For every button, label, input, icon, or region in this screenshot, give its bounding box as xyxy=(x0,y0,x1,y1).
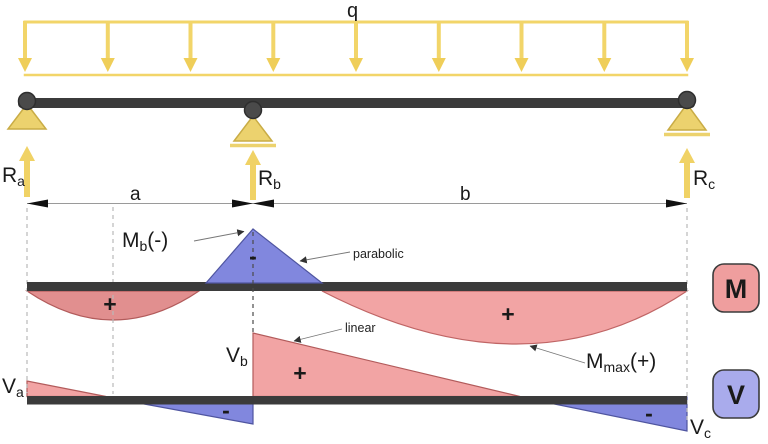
reaction-label-rc: Rc xyxy=(693,167,715,192)
span-label-b: b xyxy=(460,184,471,205)
load-arrow xyxy=(183,21,198,72)
moment-triangle-negative xyxy=(204,228,324,284)
reaction-arrow-rb xyxy=(245,150,261,200)
moment-badge: M xyxy=(712,263,760,313)
moment-axis-bar xyxy=(27,282,687,291)
support-triangle-right xyxy=(666,102,708,131)
reaction-label-ra: Ra xyxy=(2,164,25,189)
pin-left xyxy=(17,91,37,111)
support-triangle-middle xyxy=(232,114,274,142)
span-label-a: a xyxy=(130,184,141,205)
dimension-b xyxy=(253,199,687,208)
load-arrow xyxy=(680,21,694,72)
leader-linear xyxy=(293,328,343,343)
pin-middle xyxy=(243,100,263,120)
shear-label-vb: Vb xyxy=(226,344,248,369)
reaction-arrow-ra xyxy=(19,146,35,197)
moment-badge-letter: M xyxy=(725,274,748,304)
load-arrow xyxy=(349,21,363,72)
beam xyxy=(18,98,695,108)
load-arrow xyxy=(100,21,115,72)
shear-badge: V xyxy=(712,369,760,419)
distributed-load xyxy=(18,20,694,77)
shear-badge-letter: V xyxy=(727,380,745,410)
support-middle xyxy=(230,100,276,148)
load-arrow xyxy=(18,21,32,72)
reaction-arrow-rc xyxy=(679,148,695,198)
moment-plus-right: + xyxy=(501,301,514,327)
shear-axis-bar xyxy=(27,396,687,405)
reaction-label-rb: Rb xyxy=(258,167,281,192)
leader-mmax xyxy=(529,344,586,364)
leader-parabolic xyxy=(299,251,351,264)
shear-minus-right: - xyxy=(645,400,653,426)
load-arrow xyxy=(514,21,529,72)
shear-label-va: Va xyxy=(2,375,24,400)
parabolic-note: parabolic xyxy=(353,247,404,261)
moment-parabola-right-positive xyxy=(321,290,689,345)
support-left xyxy=(6,91,48,130)
load-label: q xyxy=(347,0,358,22)
leader-mb xyxy=(193,229,245,242)
load-arrow xyxy=(597,21,612,72)
shear-minus-left: - xyxy=(222,397,230,423)
support-moment-label: Mb(-) xyxy=(122,229,168,254)
load-arrow xyxy=(431,21,446,72)
load-arrow xyxy=(266,21,281,72)
support-right xyxy=(664,90,710,137)
dimension-a xyxy=(27,199,253,208)
moment-plus-left: + xyxy=(103,291,116,317)
moment-minus-sign: - xyxy=(249,243,257,269)
linear-note: linear xyxy=(345,321,376,335)
shear-left-positive xyxy=(26,380,107,398)
shear-label-vc: Vc xyxy=(690,416,711,441)
shear-plus-sign: + xyxy=(293,360,306,386)
pin-right xyxy=(677,90,697,110)
support-triangle-left xyxy=(6,102,48,130)
max-moment-label: Mmax(+) xyxy=(586,350,656,375)
